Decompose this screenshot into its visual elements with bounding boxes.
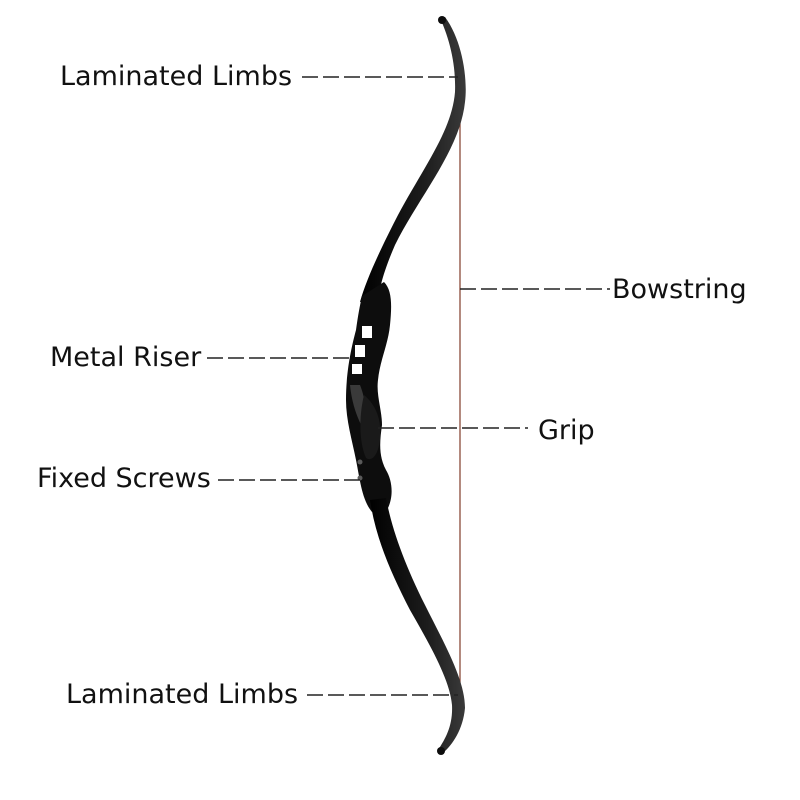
top-nock — [438, 16, 446, 24]
label-bowstring: Bowstring — [612, 274, 747, 305]
riser-window — [352, 364, 362, 374]
screw-icon — [357, 459, 363, 465]
riser-window — [362, 326, 372, 338]
label-metal-riser: Metal Riser — [50, 342, 202, 373]
label-grip: Grip — [538, 415, 595, 446]
bottom-limb — [370, 498, 465, 752]
label-bottom-limb: Laminated Limbs — [66, 679, 299, 710]
top-limb — [360, 17, 466, 302]
label-fixed-screws: Fixed Screws — [37, 463, 211, 494]
metal-riser — [346, 282, 392, 512]
grip-shape — [360, 395, 381, 460]
label-top-limb: Laminated Limbs — [60, 61, 293, 92]
riser-window — [355, 345, 365, 357]
bottom-nock — [437, 747, 445, 755]
